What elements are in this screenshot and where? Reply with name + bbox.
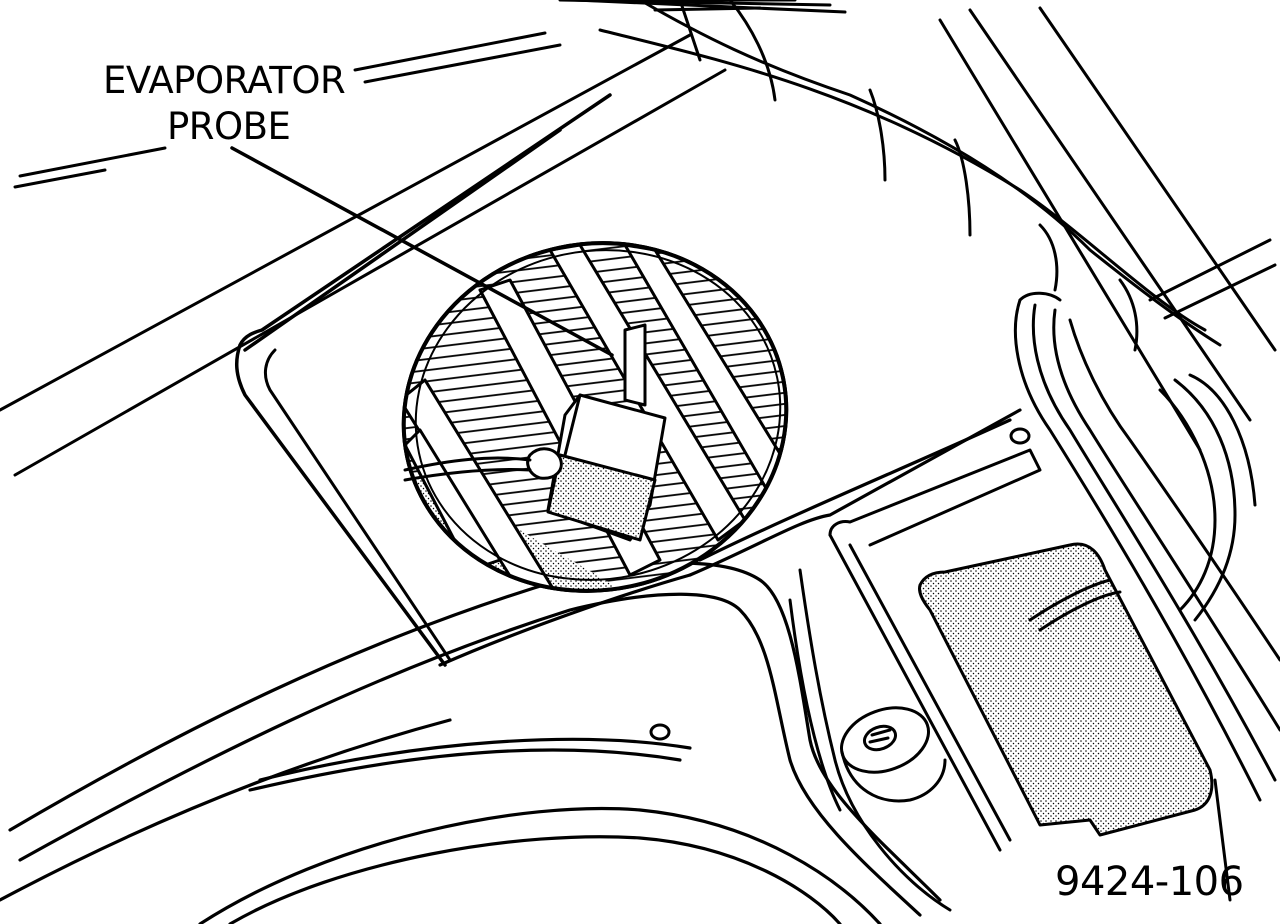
callout-label-line1: EVAPORATOR — [103, 59, 346, 102]
figure-number: 9424-106 — [1055, 859, 1244, 905]
housing-background-lines — [0, 0, 847, 477]
mounting-bracket — [788, 448, 1042, 912]
evaporator-probe — [403, 323, 667, 542]
upper-duct-cover — [598, 0, 1277, 452]
wiring-harness — [1014, 291, 1280, 902]
lower-housing-curves — [0, 408, 1022, 924]
callout-label-line2: PROBE — [167, 105, 291, 148]
fastener-hole — [649, 723, 671, 741]
housing-panel-edge — [263, 348, 452, 662]
fastener-hole — [1009, 427, 1031, 445]
mounting-stud — [839, 706, 947, 803]
foam-gasket-pad — [918, 542, 1214, 837]
callout-leader-line — [230, 146, 614, 357]
